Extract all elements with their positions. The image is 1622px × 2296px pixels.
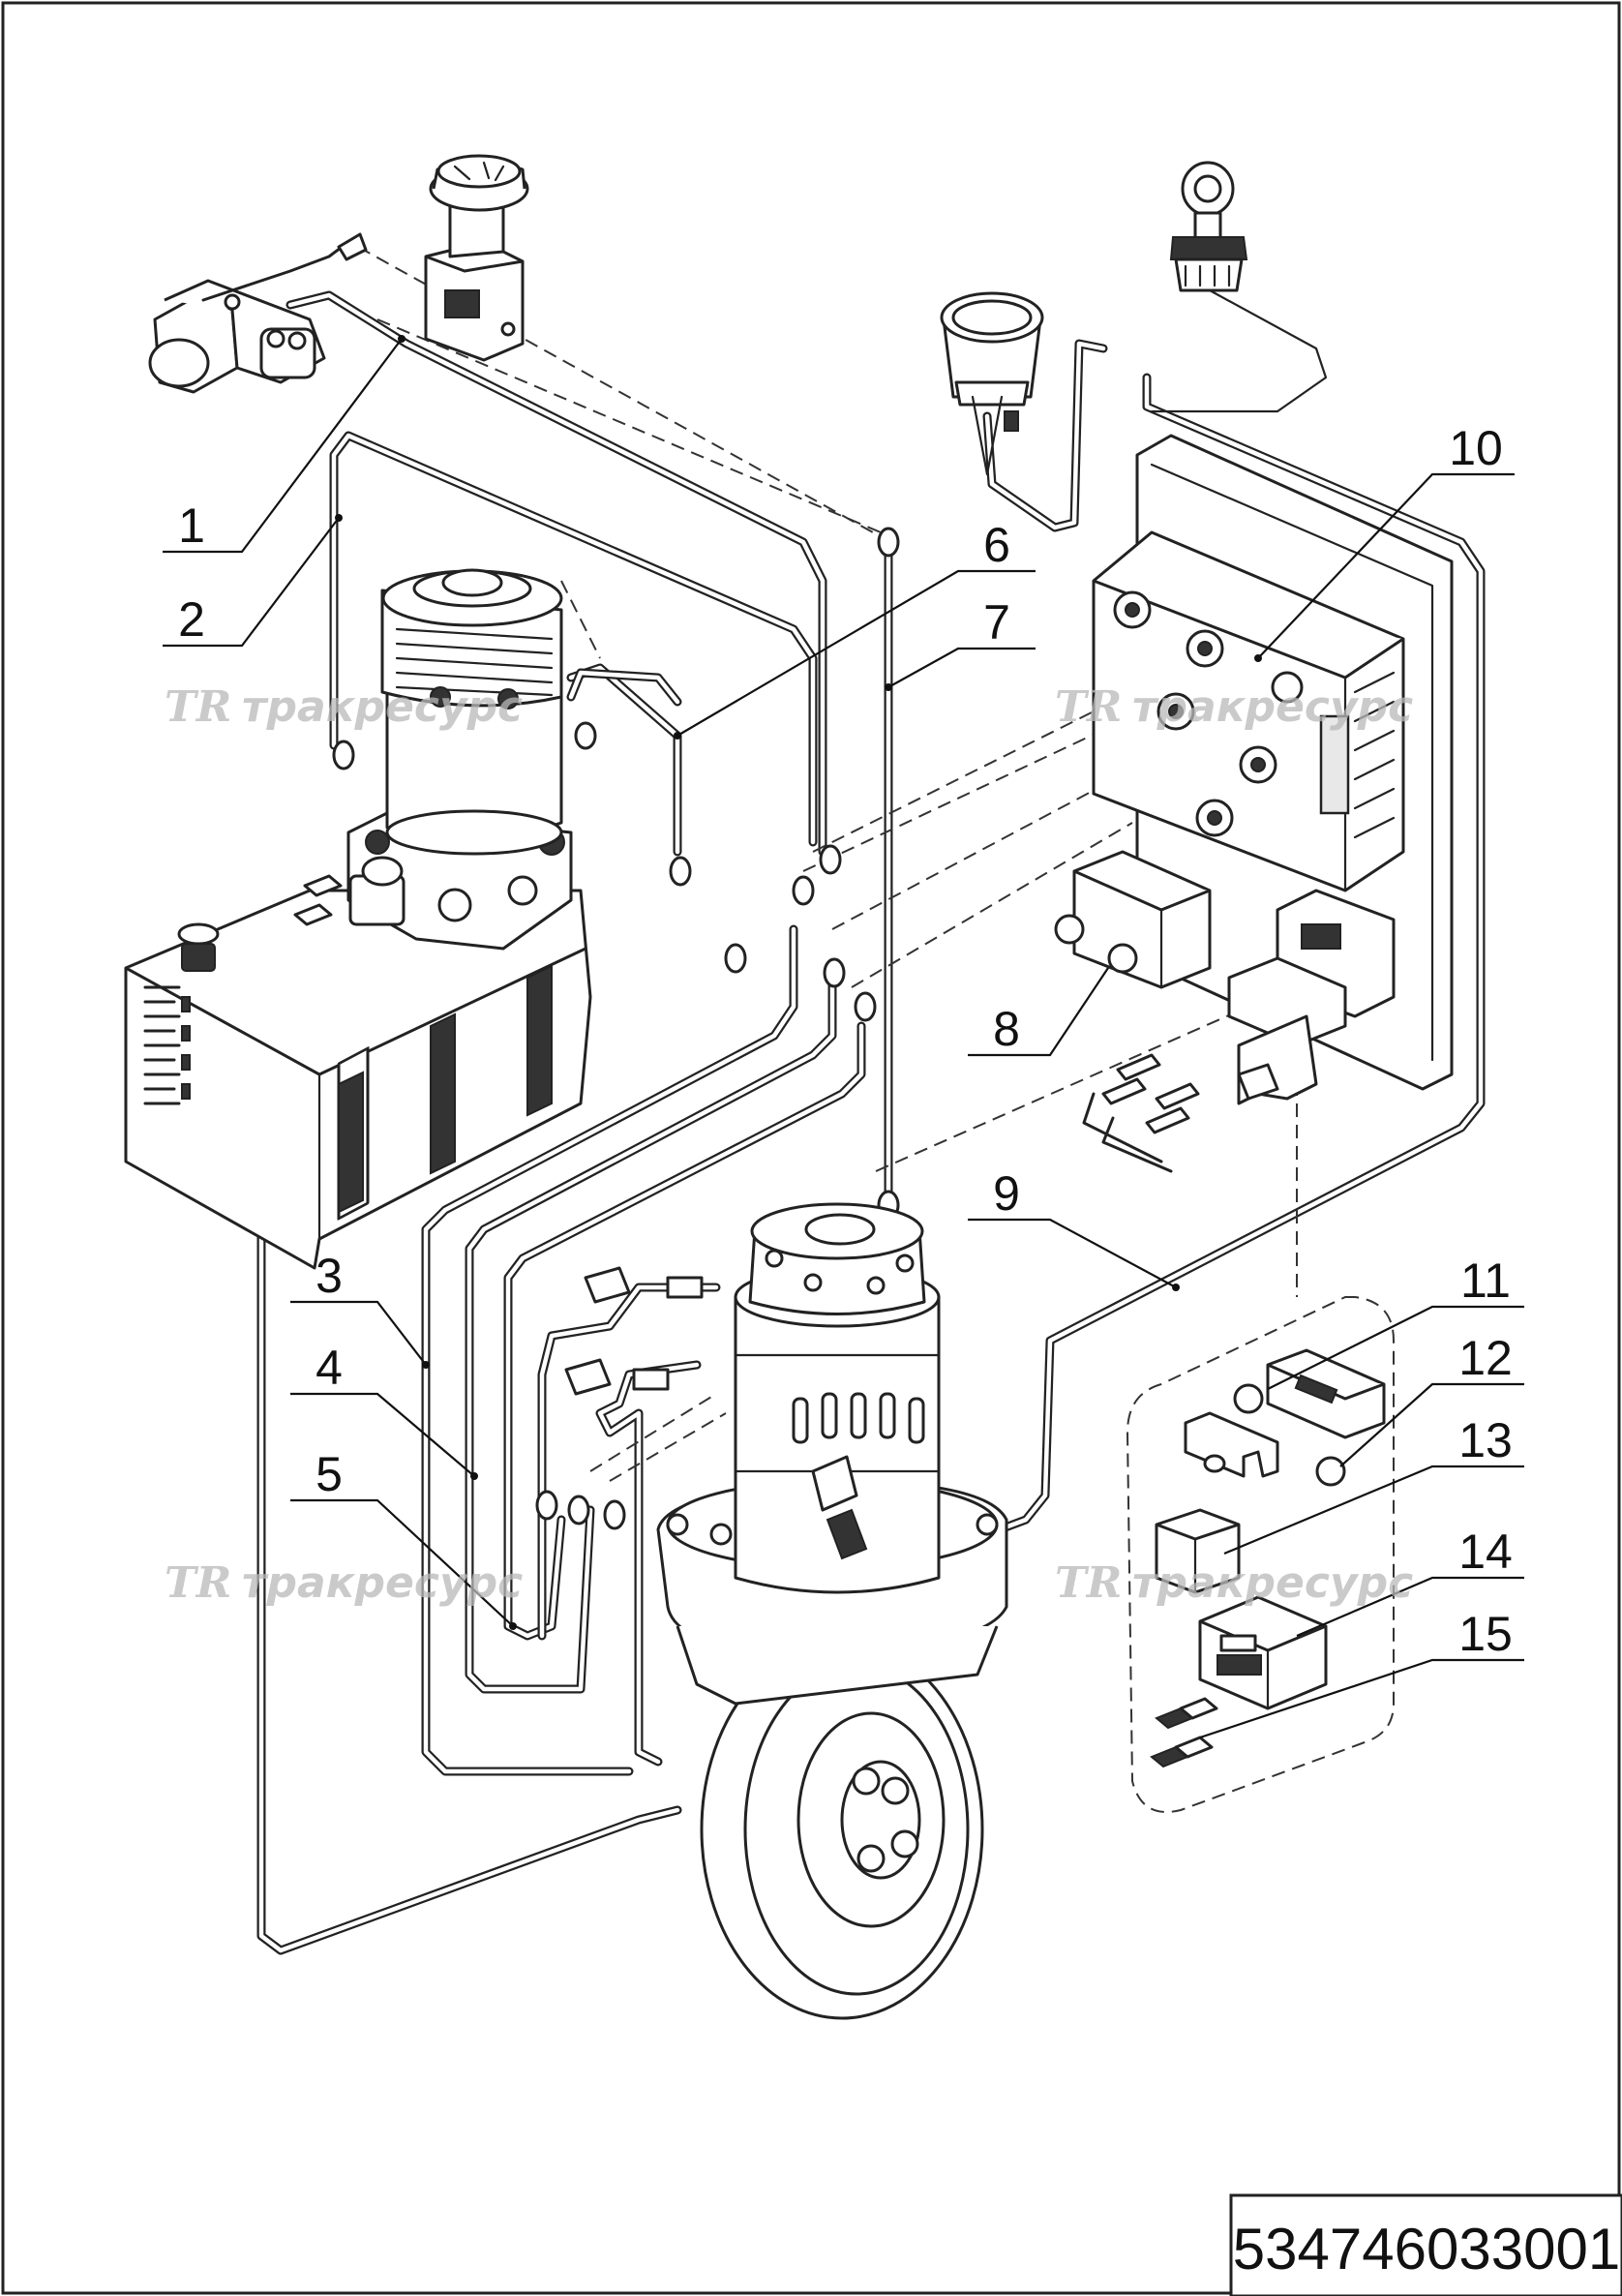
hour-meter-gauge xyxy=(940,291,1044,476)
battery-connector xyxy=(148,232,368,394)
drawing-number: 534746033001 xyxy=(1233,2217,1620,2281)
callout-2: 2 xyxy=(178,592,205,647)
svg-text:тракресурс: тракресурс xyxy=(1132,1558,1413,1608)
callout-3: 3 xyxy=(315,1249,343,1303)
callout-1: 1 xyxy=(178,498,205,553)
assembly-guide-lines xyxy=(357,246,1298,1482)
callout-6: 6 xyxy=(983,518,1010,572)
callout-4: 4 xyxy=(315,1341,343,1395)
traction-motor-drive-unit xyxy=(564,1202,1008,2020)
harness-wires xyxy=(256,288,1486,1955)
svg-text:TR: TR xyxy=(1055,1558,1122,1608)
key-switch xyxy=(1169,161,1248,292)
tank-level-marks xyxy=(143,985,191,1105)
watermarks: TR тракресурс TR тракресурс TR тракресур… xyxy=(165,682,1413,1608)
hydraulic-power-unit xyxy=(124,568,682,1270)
svg-text:тракресурс: тракресурс xyxy=(242,682,523,732)
inset-parts-group xyxy=(1126,1296,1395,1813)
callout-7: 7 xyxy=(983,595,1010,650)
cable-ring-terminals xyxy=(332,527,900,1530)
svg-text:TR: TR xyxy=(165,682,231,732)
callout-9: 9 xyxy=(993,1166,1020,1221)
callout-10: 10 xyxy=(1449,421,1503,475)
callout-11: 11 xyxy=(1460,1254,1511,1308)
callout-8: 8 xyxy=(993,1002,1020,1056)
callout-12: 12 xyxy=(1458,1331,1513,1385)
svg-text:TR: TR xyxy=(1055,682,1122,732)
svg-text:тракресурс: тракресурс xyxy=(242,1558,523,1608)
callout-14: 14 xyxy=(1458,1525,1513,1579)
watermark: TR тракресурс xyxy=(165,682,523,732)
watermark: TR тракресурс xyxy=(165,1558,523,1608)
svg-text:TR: TR xyxy=(165,1558,231,1608)
svg-text:тракресурс: тракресурс xyxy=(1132,682,1413,732)
motor-controller-assembly xyxy=(1054,434,1454,1173)
callout-5: 5 xyxy=(315,1447,343,1501)
callout-leader-lines xyxy=(163,335,1524,1739)
callout-15: 15 xyxy=(1458,1607,1513,1661)
drawing-number-box: 534746033001 xyxy=(1229,2193,1622,2296)
emergency-stop-switch xyxy=(424,154,529,362)
callout-13: 13 xyxy=(1458,1413,1513,1467)
motor-vent-holes xyxy=(395,627,554,697)
callout-numbers: 1 2 3 4 5 6 7 8 9 10 11 12 13 14 15 xyxy=(178,421,1513,1661)
traction-motor-vents xyxy=(792,1392,925,1444)
watermark: TR тракресурс xyxy=(1055,682,1413,732)
watermark: TR тракресурс xyxy=(1055,1558,1413,1608)
